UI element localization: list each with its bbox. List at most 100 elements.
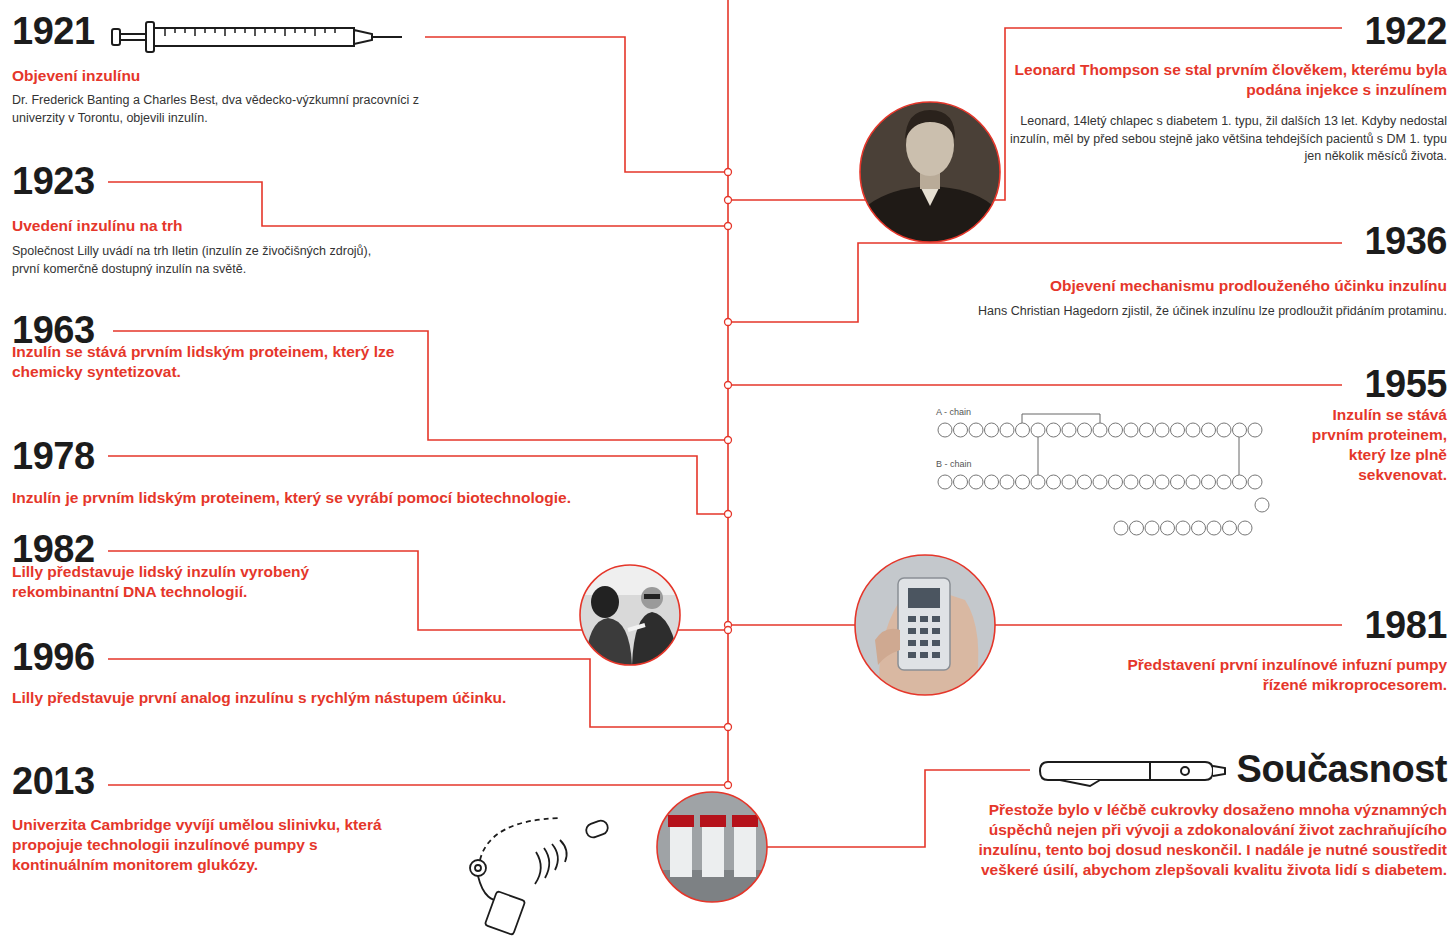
amino-acid [1114,521,1128,535]
pen-part [1149,762,1151,780]
pump-screen [908,588,940,608]
amino-acid [1186,475,1200,489]
year-label: 1982 [12,530,95,568]
amino-acid [1109,423,1123,437]
year-label: 1981 [1364,606,1447,644]
pump-device [485,891,526,935]
amino-acid [1140,423,1154,437]
axis-dot [725,782,732,789]
amino-acid [1016,423,1030,437]
event-description: Leonard, 14letý chlapec s diabetem 1. ty… [1002,113,1447,166]
leader-line [728,384,1342,386]
photo-frame [860,102,1000,242]
year-label: 1978 [12,437,95,475]
event-description: Hans Christian Hagedorn zjistil, že účin… [882,303,1447,321]
event-heading: Leonard Thompson se stal prvním člověkem… [1007,60,1447,100]
amino-acid [1171,423,1185,437]
leader-line [425,37,728,172]
event-heading: Inzulín je prvním lidským proteinem, kte… [12,488,702,508]
year-label: 1923 [12,162,95,200]
timeline-axis [727,0,729,787]
event-heading: Objevení inzulínu [12,66,312,86]
photo-head [641,587,663,609]
photo-figure [585,618,632,665]
amino-acid [1248,475,1262,489]
signal-waves [535,840,567,884]
amino-acid [1233,475,1247,489]
amino-acid [1161,521,1175,535]
transmitter [584,819,609,840]
chain-label: B - chain [936,460,972,470]
pump-photo [855,555,995,695]
vial [700,815,726,877]
amino-acid [1171,475,1185,489]
photo-ground [855,555,995,695]
photo-arm [628,625,645,630]
axis-dot [725,169,732,176]
amino-acid [1217,475,1231,489]
amino-acid [1124,423,1138,437]
amino-acid [1155,423,1169,437]
event-description: Dr. Frederick Banting a Charles Best, dv… [12,92,422,127]
axis-dot [725,437,732,444]
vials-photo [657,792,767,902]
amino-acid [1140,475,1154,489]
amino-acid [1192,521,1206,535]
syringe-part [354,30,372,44]
photo-glasses [644,594,660,599]
amino-acid [1255,498,1269,512]
photo-hair [591,586,619,618]
vial [732,815,758,877]
amino-acid [1078,423,1092,437]
amino-acid [1000,423,1014,437]
amino-acid [1238,521,1252,535]
amino-acid [1031,423,1045,437]
axis-dots [725,169,732,789]
sensor [475,865,481,871]
photo-ground [860,102,1000,242]
year-label: 1996 [12,638,95,676]
amino-acid [954,423,968,437]
year-label: 1936 [1364,222,1447,260]
amino-acid [1207,521,1221,535]
pen-body [1040,762,1213,780]
photo-suit [860,186,1000,242]
amino-acid [1047,475,1061,489]
chain-label: A - chain [936,408,971,418]
disulfide-bond [1239,437,1240,475]
photo-ground [580,565,680,665]
syringe-part [154,28,354,46]
event-heading: Uvedení inzulínu na trh [12,216,312,236]
amino-acid [969,475,983,489]
amino-acid [1078,475,1092,489]
event-heading: Inzulín se stává prvním lidským proteine… [12,342,412,382]
axis-dot [725,511,732,518]
event-heading: Inzulín se stává prvním proteinem, který… [1297,405,1447,486]
event-heading: Lilly představuje lidský inzulín vyroben… [12,562,407,602]
pen-clip [1060,780,1100,786]
artificial-pancreas-icon [470,818,610,935]
pump-device [898,578,950,670]
injection-photo [580,565,680,665]
year-label: 1955 [1364,365,1447,403]
photo-thumb [875,629,900,665]
vial [668,815,694,877]
leader-line [728,624,1342,626]
amino-acid [938,475,952,489]
photo-frame [657,792,767,902]
amino-acid [1130,521,1144,535]
syringe-icon [112,22,402,52]
amino-acid [1062,475,1076,489]
amino-acid [1093,423,1107,437]
year-label: 1921 [12,12,95,50]
year-label: 2013 [12,762,95,800]
syringe-scale [165,28,335,36]
syringe-part [146,22,154,52]
event-heading: Univerzita Cambridge vyvíjí umělou slini… [12,815,412,875]
axis-dot [725,223,732,230]
pen-tip [1213,766,1225,776]
amino-acid [1217,423,1231,437]
disulfide-bond [1038,437,1039,475]
amino-acid [969,423,983,437]
